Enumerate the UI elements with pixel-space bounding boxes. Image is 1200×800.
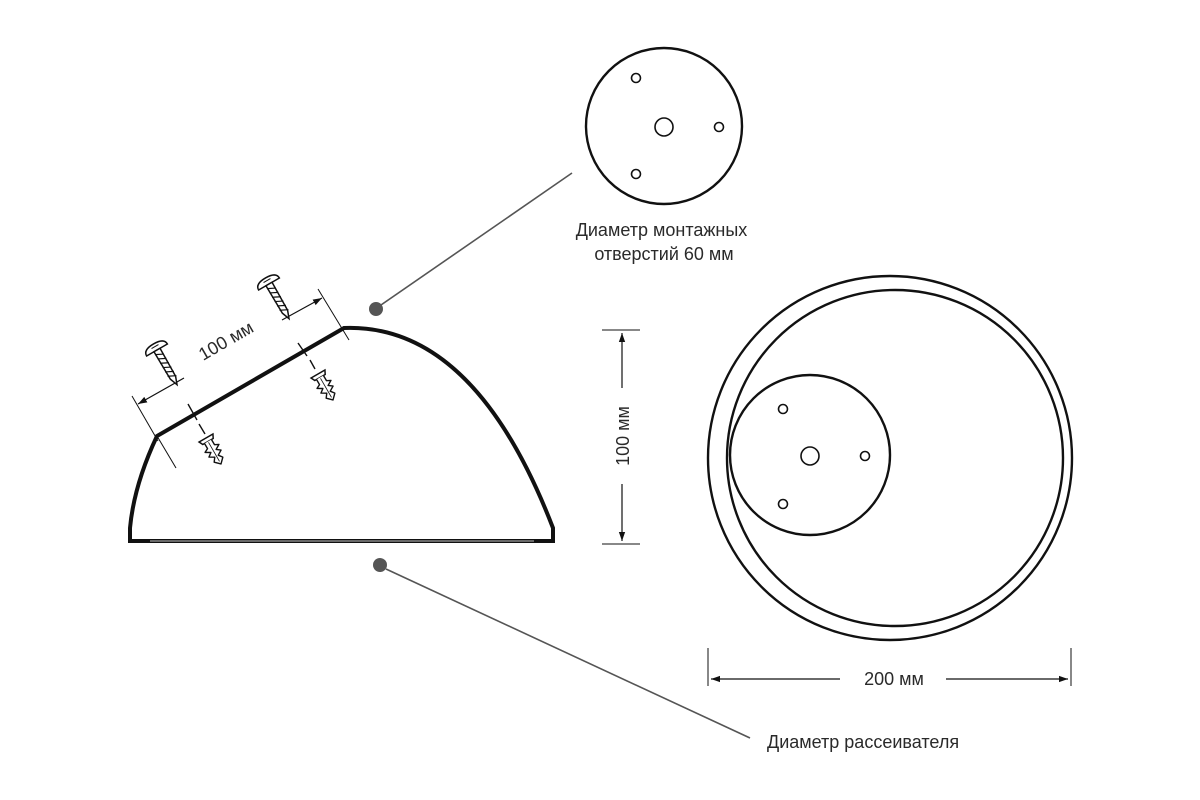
mounting-plate-icon	[584, 46, 744, 206]
diffuser-diameter-label: Диаметр рассеивателя	[767, 732, 959, 752]
diffuser-leader-line	[385, 568, 751, 739]
plate-leader-line	[380, 172, 573, 306]
height-label: 100 мм	[613, 406, 633, 466]
height-dimension: 100 мм	[602, 329, 640, 545]
outer-diameter-dimension: 200 мм	[707, 648, 1072, 689]
screw-icon	[254, 271, 301, 326]
left-hole-mark	[187, 403, 198, 421]
leader-dot-icon	[373, 558, 387, 572]
screw-icon	[142, 337, 189, 392]
lamp-top-view	[706, 274, 1074, 642]
leader-dot-icon	[369, 302, 383, 316]
right-hole-mark	[297, 342, 308, 357]
outer-diameter-label: 200 мм	[864, 669, 924, 689]
mount-hole-diameter-label: Диаметр монтажных отверстий 60 мм	[576, 220, 753, 264]
mount-hole-diameter-line1: Диаметр монтажных	[576, 220, 748, 240]
mount-hole-diameter-line2: отверстий 60 мм	[594, 244, 733, 264]
screw-spacing-label: 100 мм	[195, 317, 257, 364]
lamp-side-profile	[128, 325, 555, 543]
